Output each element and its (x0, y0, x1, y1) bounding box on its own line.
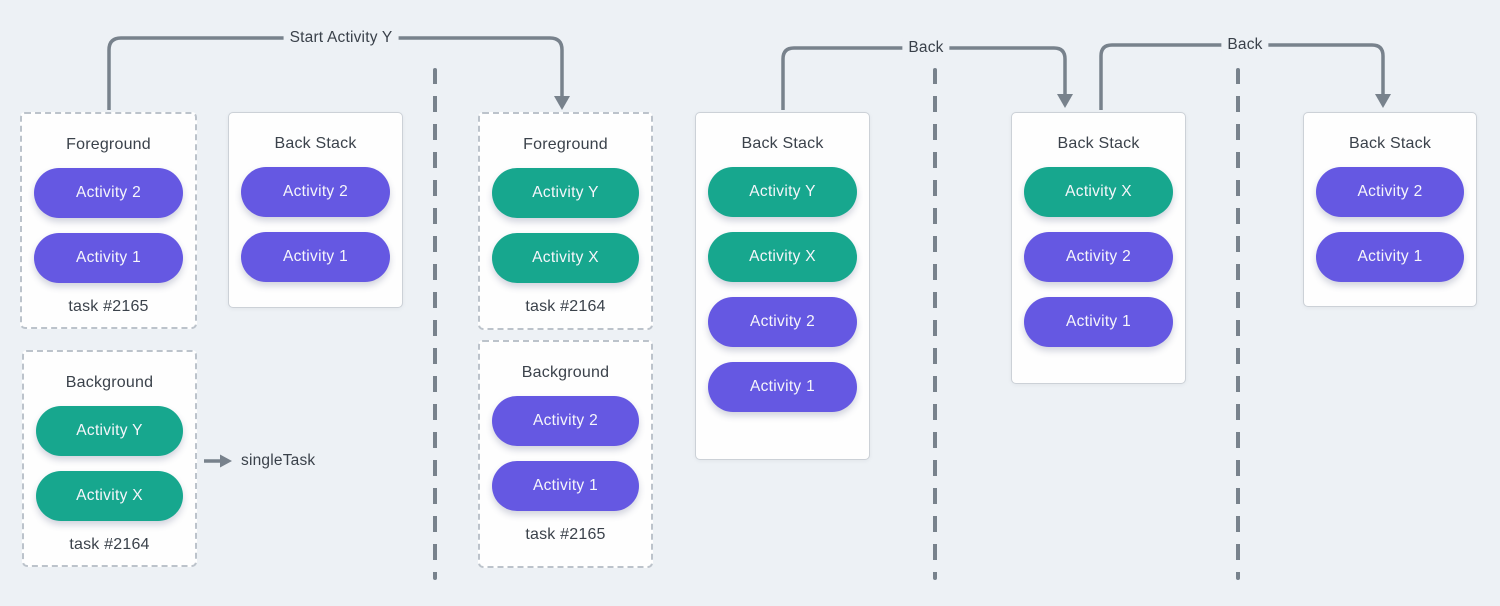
arrowhead-back-1 (1057, 94, 1073, 108)
task-label: task #2165 (525, 526, 606, 543)
stage-divider-2 (933, 68, 937, 580)
activity-pill: Activity 1 (241, 232, 390, 282)
arrowhead-start-activity-y (554, 96, 570, 110)
task-label: task #2164 (525, 298, 606, 315)
panel-foreground-task-2164: Foreground Activity Y Activity X task #2… (478, 112, 653, 330)
panel-title: Back Stack (274, 135, 357, 152)
activity-pill: Activity 2 (1316, 167, 1464, 217)
task-label: task #2165 (68, 298, 149, 315)
activity-pill: Activity Y (708, 167, 857, 217)
arrow-label-back-2: Back (1221, 35, 1269, 55)
activity-pill: Activity 2 (708, 297, 857, 347)
panel-foreground-task-2165: Foreground Activity 2 Activity 1 task #2… (20, 112, 197, 329)
panel-title: Foreground (523, 136, 608, 153)
panel-title: Back Stack (1057, 135, 1140, 152)
arrow-start-activity-y (107, 36, 564, 110)
activity-pill: Activity 2 (34, 168, 183, 218)
arrow-label-start-activity-y: Start Activity Y (283, 28, 399, 48)
arrow-label-single-task: singleTask (241, 451, 316, 471)
activity-pill: Activity X (708, 232, 857, 282)
panel-back-stack-2: Back Stack Activity Y Activity X Activit… (695, 112, 870, 460)
activity-pill: Activity 2 (492, 396, 639, 446)
panel-back-stack-3: Back Stack Activity X Activity 2 Activit… (1011, 112, 1186, 384)
panel-background-task-2164: Background Activity Y Activity X task #2… (22, 350, 197, 567)
activity-pill: Activity Y (36, 406, 183, 456)
arrow-label-back-1: Back (902, 38, 950, 58)
activity-pill: Activity 1 (492, 461, 639, 511)
task-label: task #2164 (69, 536, 150, 553)
activity-pill: Activity 1 (1024, 297, 1173, 347)
stage-divider-3 (1236, 68, 1240, 580)
panel-title: Foreground (66, 136, 151, 153)
panel-title: Back Stack (741, 135, 824, 152)
activity-pill: Activity 2 (1024, 232, 1173, 282)
panel-background-task-2165: Background Activity 2 Activity 1 task #2… (478, 340, 653, 568)
panel-title: Background (65, 374, 154, 391)
arrowhead-back-2 (1375, 94, 1391, 108)
activity-pill: Activity 1 (34, 233, 183, 283)
activity-pill: Activity Y (492, 168, 639, 218)
activity-pill: Activity 1 (1316, 232, 1464, 282)
activity-pill: Activity 1 (708, 362, 857, 412)
panel-title: Back Stack (1348, 135, 1432, 152)
activity-pill: Activity 2 (241, 167, 390, 217)
activity-pill: Activity X (36, 471, 183, 521)
arrowhead-single-task (220, 454, 232, 468)
panel-back-stack-4: Back Stack Activity 2 Activity 1 (1303, 112, 1477, 307)
stage-divider-1 (433, 68, 437, 580)
panel-title: Background (521, 364, 610, 381)
activity-pill: Activity X (1024, 167, 1173, 217)
panel-back-stack-1: Back Stack Activity 2 Activity 1 (228, 112, 403, 308)
activity-pill: Activity X (492, 233, 639, 283)
